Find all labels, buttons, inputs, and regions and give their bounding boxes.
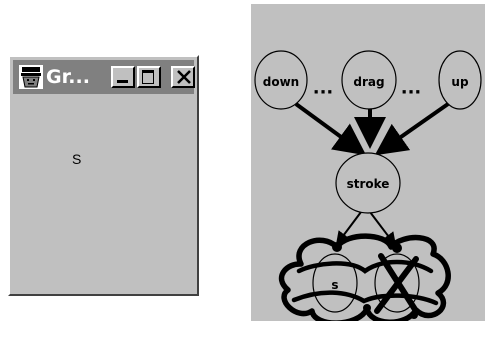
node-up — [438, 50, 482, 110]
app-icon — [18, 64, 44, 90]
graph-drawing — [254, 50, 482, 321]
node-label-stroke: stroke — [346, 177, 390, 191]
edge-stroke-to-crossed — [369, 211, 397, 247]
canvas-text: S — [72, 151, 82, 167]
window-title: Gr... — [46, 66, 90, 88]
edge-up-to-stroke — [374, 102, 450, 156]
scribble-dot-left — [332, 242, 342, 252]
close-icon — [177, 70, 191, 84]
title-bar[interactable]: Gr... — [13, 60, 195, 94]
close-button[interactable] — [171, 66, 195, 88]
scribble-dot-bottom-right — [410, 311, 418, 319]
node-drag — [341, 50, 397, 110]
maximize-button[interactable] — [137, 66, 161, 88]
node-label-up: up — [451, 75, 469, 89]
node-stroke — [335, 152, 401, 214]
scribble-outline — [278, 233, 451, 321]
ellipsis-left: ... — [312, 77, 334, 99]
scribble-dot-bottom — [363, 304, 371, 312]
edge-down-to-stroke — [294, 102, 367, 156]
minimize-button[interactable] — [111, 66, 135, 88]
ellipsis-right: ... — [400, 77, 422, 99]
scribble-cross — [374, 253, 419, 314]
gesture-graph: down drag up stroke s ... ... — [251, 4, 485, 321]
node-s — [312, 253, 358, 313]
node-down — [254, 50, 308, 110]
node-label-drag: drag — [353, 75, 385, 89]
app-window: Gr... S — [8, 55, 199, 296]
node-label-down: down — [262, 75, 300, 89]
edge-stroke-to-s — [335, 211, 362, 246]
node-label-s: s — [331, 278, 339, 292]
scribble-dot-right — [392, 243, 402, 253]
